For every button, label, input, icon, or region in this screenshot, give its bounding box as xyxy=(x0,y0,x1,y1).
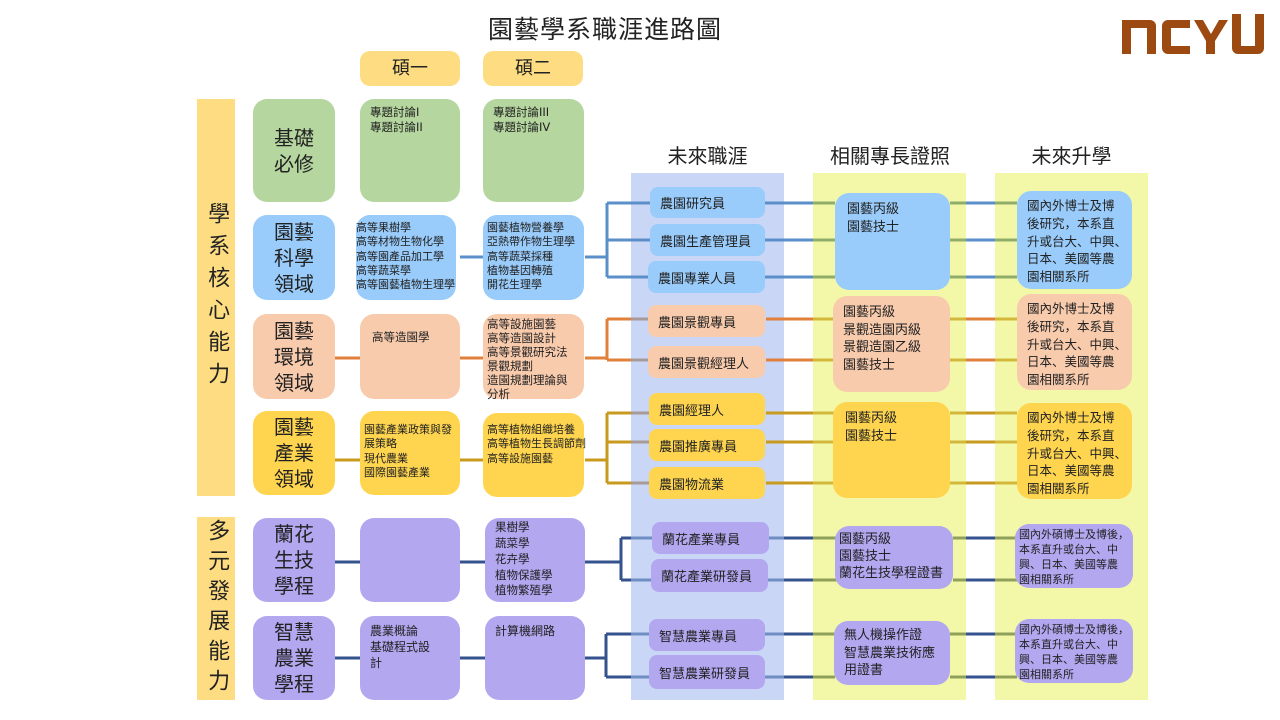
year-header-m1: 碩一 xyxy=(360,51,460,86)
job-industry-2: 農園推廣專員 xyxy=(649,429,765,461)
area-horticultural-environment: 園藝 環境 領域 xyxy=(253,314,335,399)
header-career: 未來職涯 xyxy=(667,144,748,168)
course-m2-environment: 高等設施園藝 高等造園設計 高等景觀研究法 景觀規劃 造園規劃理論與 分析 xyxy=(483,314,584,401)
sidebar-diverse-development: 多元發展能力 xyxy=(197,517,235,700)
header-study: 未來升學 xyxy=(1031,144,1112,168)
study-industry: 國內外博士及博 後研究，本系直 升或台大、中興、 日本、美國等農 園相關系所 xyxy=(1017,403,1132,499)
area-basic-required: 基礎 必修 xyxy=(253,99,335,202)
course-m1-orchid xyxy=(360,518,460,602)
sidebar-core-label: 學系核心能力 xyxy=(204,201,230,394)
course-m2-industry: 高等植物組織培養 高等植物生長調節劑 高等設施園藝 xyxy=(483,413,586,497)
study-environment: 國內外博士及博 後研究，本系直 升或台大、中興、 日本、美國等農 園相關系所 xyxy=(1017,294,1132,390)
cert-orchid: 園藝丙級 園藝技士 蘭花生技學程證書 xyxy=(835,526,953,589)
ncyu-logo xyxy=(1118,8,1268,60)
area-horticultural-industry: 園藝 產業 領域 xyxy=(253,411,335,495)
study-orchid: 國內外碩博士及博後， 本系直升或台大、中 興、日本、美國等農 園相關系所 xyxy=(1015,524,1133,588)
area-orchid-biotech: 蘭花 生技 學程 xyxy=(253,518,335,602)
cert-environment: 園藝丙級 景觀造園丙級 景觀造園乙級 園藝技士 xyxy=(833,296,950,392)
course-m1-smart-ag: 農業概論 基礎程式設 計 xyxy=(360,616,460,700)
job-smart-ag-2: 智慧農業研發員 xyxy=(649,655,765,689)
sidebar-core-competency: 學系核心能力 xyxy=(197,99,235,496)
area-horticultural-science: 園藝 科學 領域 xyxy=(253,215,335,300)
logo-mark xyxy=(1122,14,1264,54)
year-header-m2: 碩二 xyxy=(483,51,583,86)
job-industry-3: 農園物流業 xyxy=(649,467,765,499)
job-science-1: 農園研究員 xyxy=(650,187,765,218)
course-m1-environment: 高等造園學 xyxy=(360,314,460,399)
course-m1-industry: 園藝產業政策與發 展策略 現代農業 國際園藝產業 xyxy=(360,411,460,495)
course-m1-basic: 專題討論I 專題討論II xyxy=(360,99,460,202)
course-m2-smart-ag: 計算機網路 xyxy=(485,616,585,700)
job-environment-2: 農園景觀經理人 xyxy=(648,346,765,378)
page-title: 園藝學系職涯進路圖 xyxy=(487,15,722,44)
course-m2-orchid: 果樹學 蔬菜學 花卉學 植物保護學 植物繁殖學 xyxy=(485,518,585,602)
header-cert: 相關專長證照 xyxy=(830,144,950,168)
cert-industry: 園藝丙級 園藝技士 xyxy=(833,402,950,498)
study-science: 國內外博士及博 後研究，本系直 升或台大、中興、 日本、美國等農 園相關系所 xyxy=(1017,191,1132,289)
job-environment-1: 農園景觀專員 xyxy=(648,305,765,337)
job-industry-1: 農園經理人 xyxy=(649,393,765,425)
course-m2-basic: 專題討論III 專題討論IV xyxy=(483,99,584,202)
job-orchid-1: 蘭花產業專員 xyxy=(652,522,769,554)
course-m2-science: 園藝植物營養學 亞熱帶作物生理學 高等蔬菜採種 植物基因轉殖 開花生理學 xyxy=(483,215,584,300)
course-m1-science: 高等果樹學 高等材物生物化學 高等園產品加工學 高等蔬菜學 高等園藝植物生理學 xyxy=(356,215,456,300)
job-smart-ag-1: 智慧農業專員 xyxy=(649,619,765,651)
job-orchid-2: 蘭花產業研發員 xyxy=(651,559,768,592)
study-smart-ag: 國內外碩博士及博後， 本系直升或台大、中 興、日本、美國等農 園相關系所 xyxy=(1015,619,1133,683)
area-smart-agriculture: 智慧 農業 學程 xyxy=(253,616,335,700)
job-science-3: 農園專業人員 xyxy=(648,261,765,293)
sidebar-diverse-label: 多元發展能力 xyxy=(204,518,230,699)
job-science-2: 農園生產管理員 xyxy=(650,224,765,256)
cert-science: 園藝丙級 園藝技士 xyxy=(835,193,950,290)
cert-smart-ag: 無人機操作證 智慧農業技術應 用證書 xyxy=(834,621,950,685)
